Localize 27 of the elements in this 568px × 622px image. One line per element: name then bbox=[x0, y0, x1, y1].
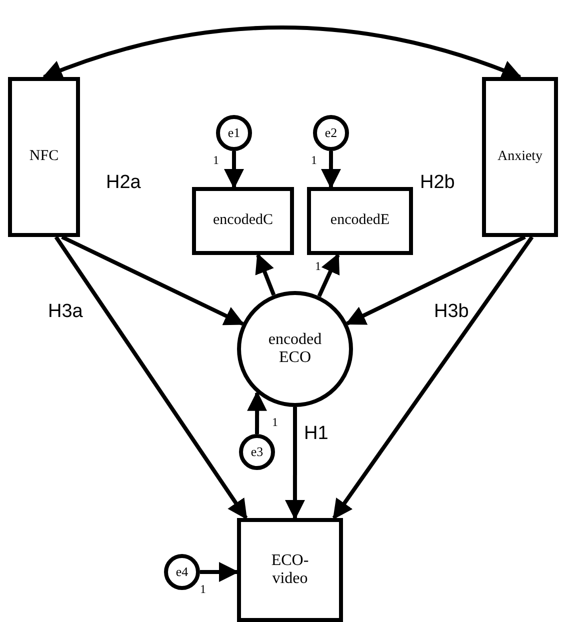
error-term-circle: e4 bbox=[164, 554, 200, 590]
double-headed-arrow bbox=[42, 26, 522, 80]
error-term-circle: e1 bbox=[216, 115, 252, 151]
arrow bbox=[332, 236, 534, 520]
observed-variable-box: NFC bbox=[8, 77, 80, 237]
arrow bbox=[224, 151, 244, 189]
latent-variable-circle: encoded ECO bbox=[237, 291, 353, 407]
arrow bbox=[345, 235, 526, 326]
observed-variable-box: Anxiety bbox=[482, 77, 558, 237]
observed-variable-box: encodedC bbox=[192, 187, 294, 255]
observed-variable-box: ECO- video bbox=[237, 518, 343, 622]
edge-label: 1 bbox=[311, 154, 317, 166]
error-term-circle: e2 bbox=[313, 115, 349, 151]
arrow bbox=[61, 235, 245, 326]
arrow bbox=[284, 407, 305, 520]
arrow bbox=[317, 253, 340, 298]
arrow bbox=[200, 562, 239, 582]
arrow bbox=[255, 253, 276, 296]
edge-label: 1 bbox=[315, 260, 321, 272]
edge-label: 1 bbox=[213, 154, 219, 166]
arrow bbox=[247, 390, 268, 434]
arrow bbox=[320, 151, 341, 189]
arrow bbox=[54, 236, 248, 520]
edge-label: 1 bbox=[200, 583, 206, 595]
edge-label: 1 bbox=[272, 416, 278, 428]
observed-variable-box: encodedE bbox=[307, 187, 413, 255]
error-term-circle: e3 bbox=[239, 434, 275, 470]
